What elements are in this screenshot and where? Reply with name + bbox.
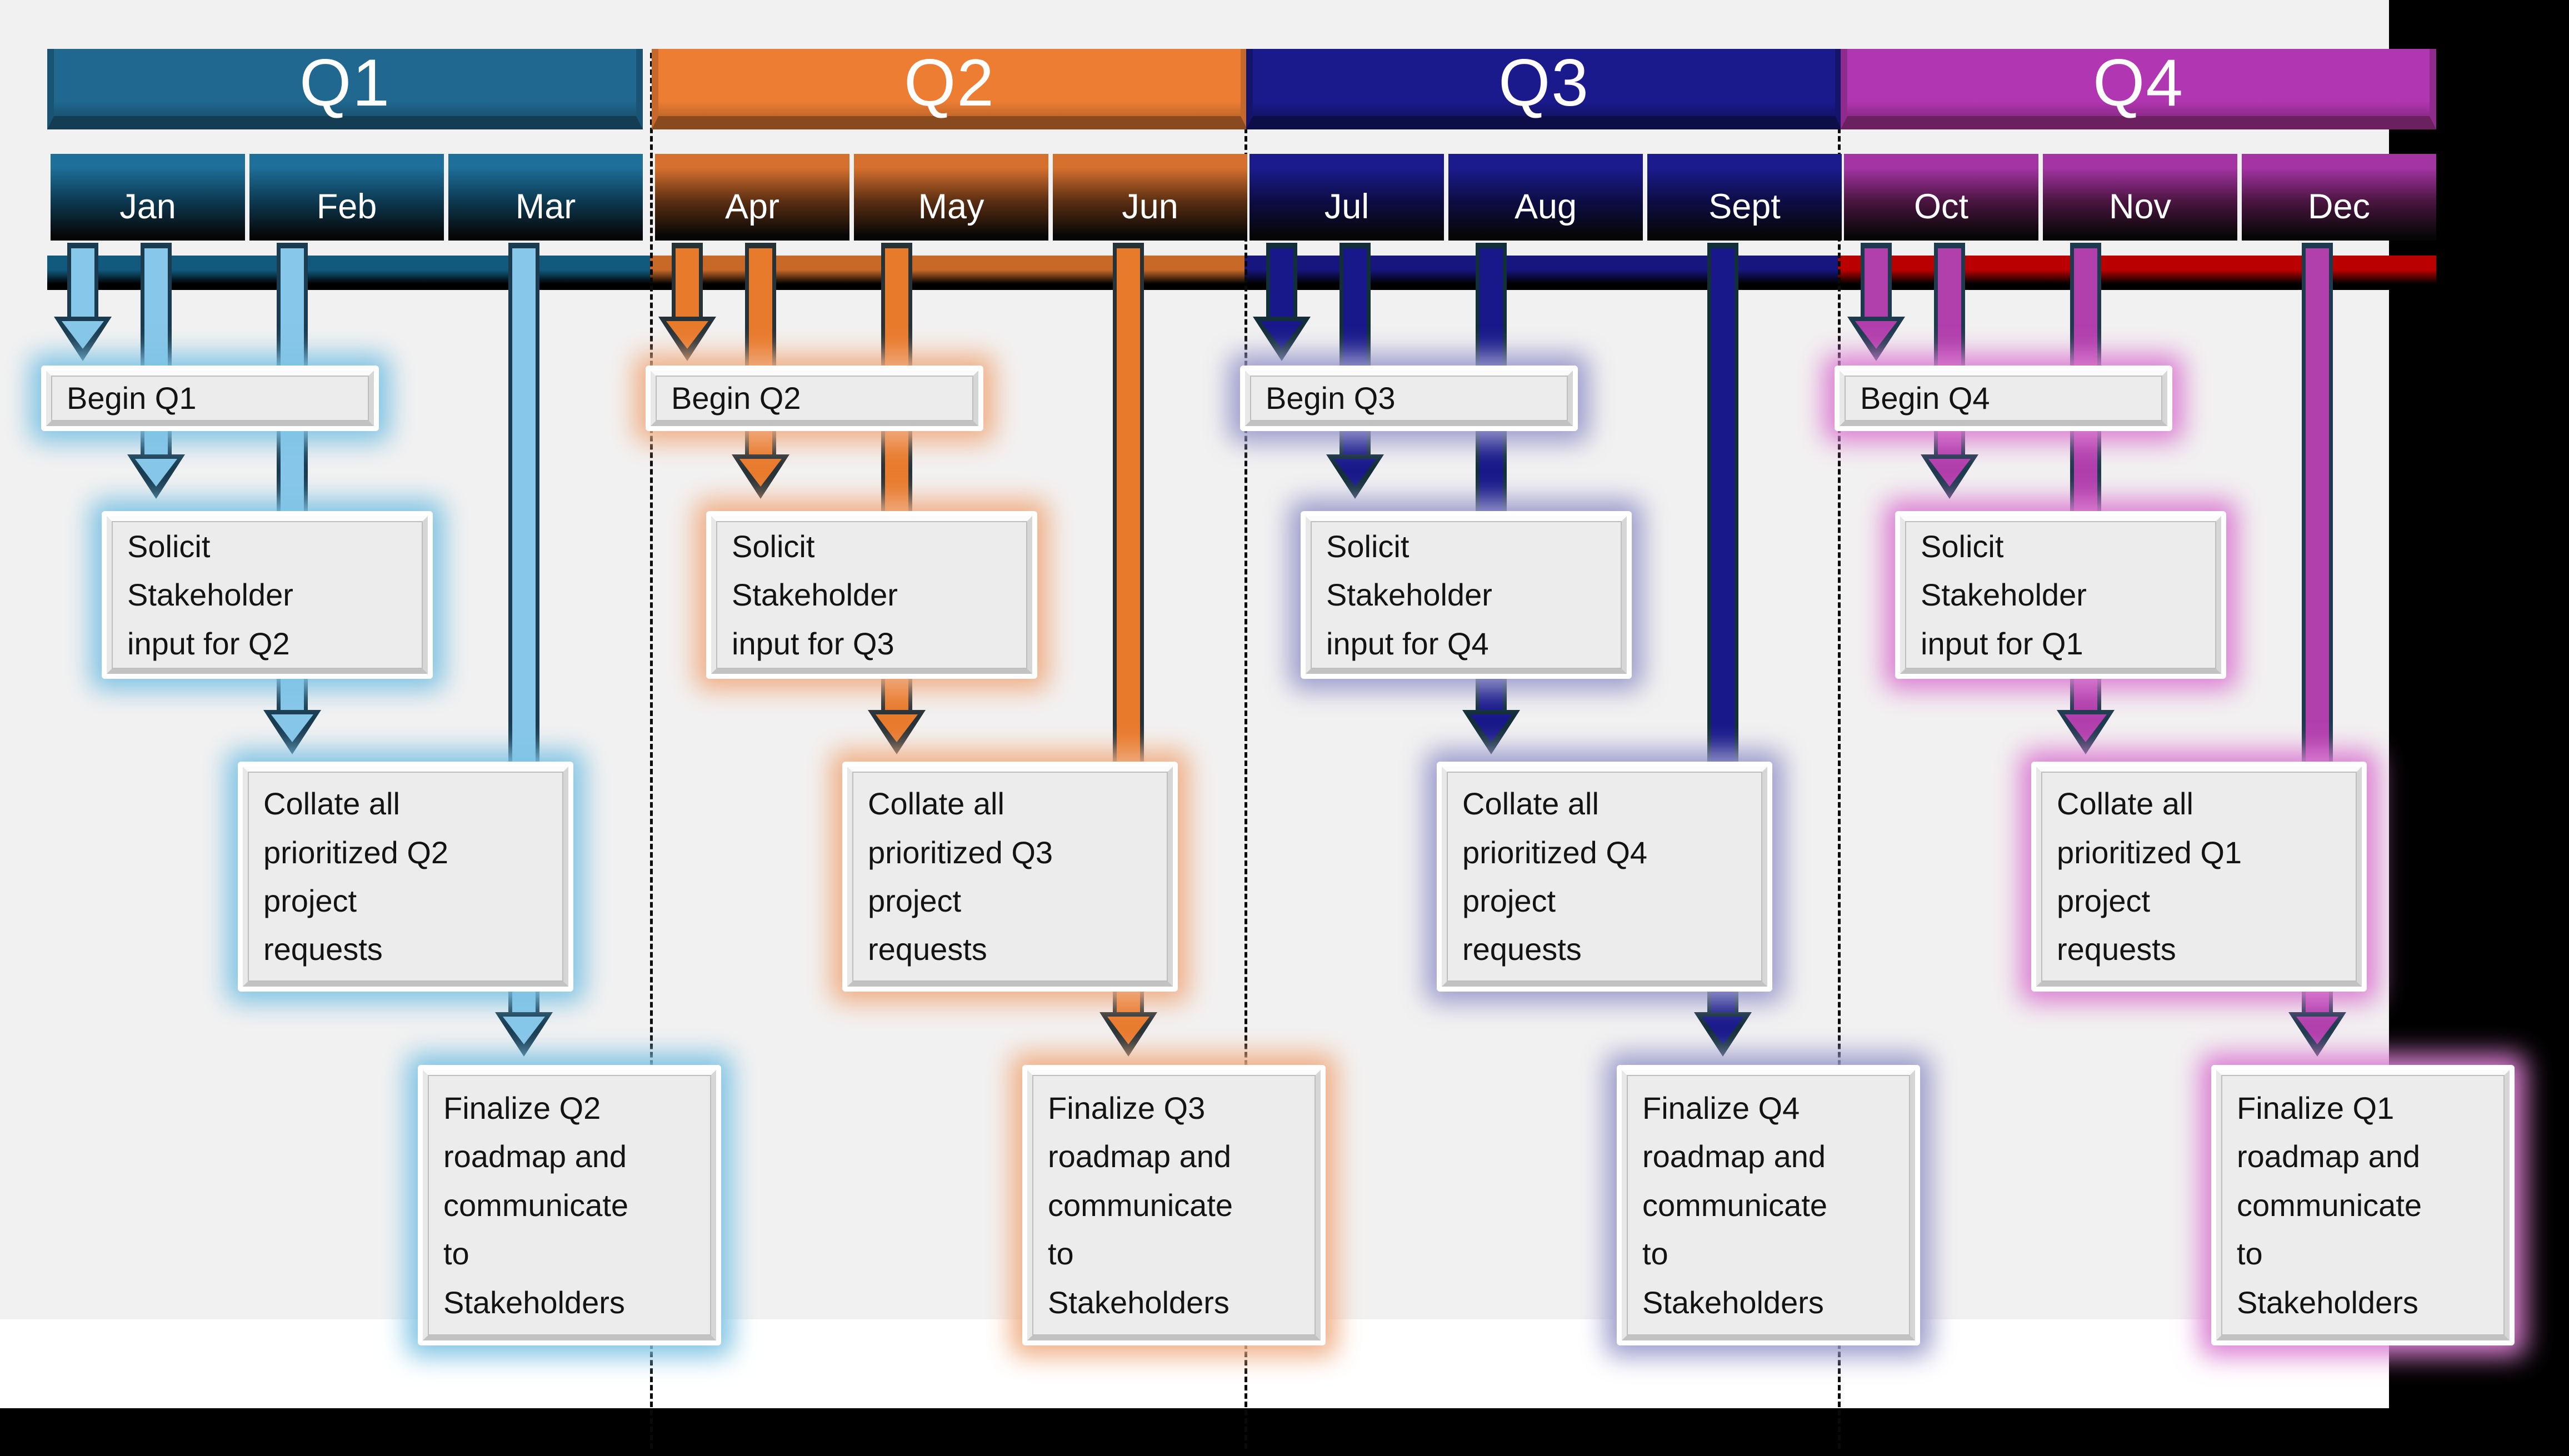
- task-box-bevel: Begin Q2: [651, 371, 978, 426]
- task-box-text-q2-finalize: Finalize Q3 roadmap and communicate to S…: [1048, 1090, 1233, 1320]
- task-box-text-q3-begin: Begin Q3: [1266, 381, 1396, 416]
- month-label-mar: Mar: [515, 187, 576, 226]
- quarter-label-q1: Q1: [299, 45, 391, 120]
- task-box-bevel: Solicit Stakeholder input for Q4: [1306, 516, 1627, 674]
- task-box-text-q4-begin: Begin Q4: [1860, 381, 1990, 416]
- task-box-text-q3-finalize: Finalize Q4 roadmap and communicate to S…: [1642, 1090, 1828, 1320]
- quarter-separator-1: [650, 53, 653, 1449]
- task-box-q3-solicit: Solicit Stakeholder input for Q4: [1301, 511, 1632, 679]
- task-box-bevel: Finalize Q1 roadmap and communicate to S…: [2216, 1070, 2510, 1340]
- month-label-jan: Jan: [119, 187, 176, 226]
- task-box-q2-collate: Collate all prioritized Q3 project reque…: [842, 762, 1178, 992]
- timeline-bar-q3: [1244, 256, 1838, 290]
- task-box-bevel: Solicit Stakeholder input for Q2: [107, 516, 428, 674]
- task-box-bevel: Finalize Q4 roadmap and communicate to S…: [1622, 1070, 1915, 1340]
- task-box-text-q4-solicit: Solicit Stakeholder input for Q1: [1921, 528, 2087, 661]
- task-box-text-q2-begin: Begin Q2: [671, 381, 801, 416]
- task-box-text-q1-solicit: Solicit Stakeholder input for Q2: [127, 528, 293, 661]
- month-label-sept: Sept: [1708, 187, 1781, 226]
- arrow-shaft-q2-begin: [672, 243, 703, 319]
- task-box-bevel: Collate all prioritized Q1 project reque…: [2036, 767, 2362, 987]
- month-cell-dec: Dec: [2242, 154, 2436, 241]
- task-box-text-q1-collate: Collate all prioritized Q2 project reque…: [263, 786, 449, 967]
- quarter-header-q3: Q3: [1246, 49, 1842, 129]
- task-box-q4-begin: Begin Q4: [1835, 366, 2172, 431]
- task-box-q2-begin: Begin Q2: [646, 366, 983, 431]
- timeline-bar-q1: [47, 256, 650, 290]
- arrow-shaft-q4-begin: [1861, 243, 1892, 319]
- month-label-jun: Jun: [1122, 187, 1178, 226]
- month-cell-may: May: [854, 154, 1048, 241]
- quarter-separator-2: [1244, 53, 1247, 1449]
- timeline-bar-q2: [650, 256, 1244, 290]
- task-box-text-q2-solicit: Solicit Stakeholder input for Q3: [732, 528, 898, 661]
- month-label-feb: Feb: [316, 187, 377, 226]
- task-box-text-q1-begin: Begin Q1: [67, 381, 197, 416]
- month-label-jul: Jul: [1324, 187, 1370, 226]
- month-cell-nov: Nov: [2043, 154, 2237, 241]
- task-box-bevel: Solicit Stakeholder input for Q3: [711, 516, 1032, 674]
- month-cell-oct: Oct: [1844, 154, 2038, 241]
- arrow-shaft-q1-begin: [67, 243, 98, 319]
- task-box-q3-begin: Begin Q3: [1240, 366, 1578, 431]
- month-cell-feb: Feb: [249, 154, 444, 241]
- timeline-bar-q4: [1838, 256, 2436, 290]
- arrow-shaft-q3-begin: [1266, 243, 1297, 319]
- task-box-q4-finalize: Finalize Q1 roadmap and communicate to S…: [2211, 1065, 2515, 1345]
- month-label-apr: Apr: [724, 187, 780, 226]
- month-cell-jan: Jan: [51, 154, 245, 241]
- task-box-q2-finalize: Finalize Q3 roadmap and communicate to S…: [1022, 1065, 1326, 1345]
- month-label-oct: Oct: [1913, 187, 1968, 226]
- task-box-text-q1-finalize: Finalize Q2 roadmap and communicate to S…: [443, 1090, 629, 1320]
- quarter-header-q2: Q2: [652, 49, 1247, 129]
- task-box-q4-solicit: Solicit Stakeholder input for Q1: [1895, 511, 2226, 679]
- task-box-q3-finalize: Finalize Q4 roadmap and communicate to S…: [1617, 1065, 1920, 1345]
- quarter-label-q4: Q4: [2092, 45, 2185, 120]
- month-cell-aug: Aug: [1448, 154, 1643, 241]
- task-box-q2-solicit: Solicit Stakeholder input for Q3: [706, 511, 1037, 679]
- task-box-text-q2-collate: Collate all prioritized Q3 project reque…: [868, 786, 1053, 967]
- task-box-q3-collate: Collate all prioritized Q4 project reque…: [1437, 762, 1772, 992]
- month-cell-mar: Mar: [448, 154, 643, 241]
- task-box-q1-begin: Begin Q1: [41, 366, 379, 431]
- quarter-label-q3: Q3: [1498, 45, 1590, 120]
- month-label-aug: Aug: [1514, 187, 1577, 226]
- month-label-nov: Nov: [2108, 187, 2172, 226]
- month-label-dec: Dec: [2307, 187, 2371, 226]
- task-box-bevel: Finalize Q2 roadmap and communicate to S…: [423, 1070, 716, 1340]
- task-box-bevel: Collate all prioritized Q2 project reque…: [243, 767, 568, 987]
- quarter-label-q2: Q2: [903, 45, 996, 120]
- task-box-text-q4-collate: Collate all prioritized Q1 project reque…: [2057, 786, 2242, 967]
- task-box-bevel: Finalize Q3 roadmap and communicate to S…: [1027, 1070, 1321, 1340]
- month-cell-jul: Jul: [1249, 154, 1444, 241]
- task-box-q4-collate: Collate all prioritized Q1 project reque…: [2031, 762, 2367, 992]
- task-box-bevel: Collate all prioritized Q4 project reque…: [1442, 767, 1767, 987]
- task-box-bevel: Begin Q1: [46, 371, 374, 426]
- month-cell-sept: Sept: [1647, 154, 1842, 241]
- task-box-text-q3-collate: Collate all prioritized Q4 project reque…: [1462, 786, 1648, 967]
- task-box-q1-solicit: Solicit Stakeholder input for Q2: [102, 511, 433, 679]
- task-box-bevel: Begin Q4: [1840, 371, 2167, 426]
- month-label-may: May: [918, 187, 984, 226]
- month-cell-apr: Apr: [655, 154, 849, 241]
- task-box-bevel: Begin Q3: [1245, 371, 1573, 426]
- quarter-header-q4: Q4: [1841, 49, 2436, 129]
- month-cell-jun: Jun: [1053, 154, 1247, 241]
- task-box-bevel: Collate all prioritized Q3 project reque…: [847, 767, 1173, 987]
- task-box-text-q4-finalize: Finalize Q1 roadmap and communicate to S…: [2237, 1090, 2422, 1320]
- task-box-q1-finalize: Finalize Q2 roadmap and communicate to S…: [418, 1065, 721, 1345]
- quarter-separator-3: [1838, 53, 1841, 1449]
- task-box-text-q3-solicit: Solicit Stakeholder input for Q4: [1326, 528, 1492, 661]
- quarter-header-q1: Q1: [47, 49, 643, 129]
- task-box-bevel: Solicit Stakeholder input for Q1: [1900, 516, 2221, 674]
- task-box-q1-collate: Collate all prioritized Q2 project reque…: [238, 762, 573, 992]
